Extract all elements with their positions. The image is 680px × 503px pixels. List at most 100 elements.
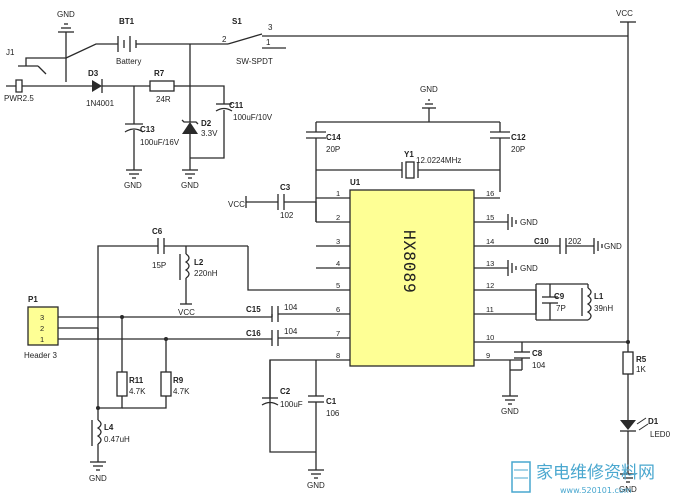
c15-ref: C15 xyxy=(246,305,261,314)
cap-c3: VCC C3 102 xyxy=(228,183,317,222)
switch-s1: S1 2 3 1 SW-SPDT xyxy=(190,17,628,66)
watermark-url: www.520101.com xyxy=(560,486,632,495)
led-d1: D1 LED0 GND xyxy=(619,417,671,494)
p1-value: Header 3 xyxy=(24,351,57,360)
vcc-label-c3: VCC xyxy=(228,200,245,209)
inductor-l4: L4 0.47uH GND xyxy=(89,408,130,483)
p1-ref: P1 xyxy=(28,295,38,304)
c12-value: 20P xyxy=(511,145,525,154)
gnd-symbol-crystal: GND xyxy=(420,85,438,122)
y1-ref: Y1 xyxy=(404,150,414,159)
svg-text:GND: GND xyxy=(520,264,538,273)
r7-value: 24R xyxy=(156,95,171,104)
c3-value: 102 xyxy=(280,211,294,220)
svg-text:GND: GND xyxy=(89,474,107,483)
d3-value: 1N4001 xyxy=(86,99,115,108)
c15-value: 104 xyxy=(284,303,298,312)
svg-text:GND: GND xyxy=(420,85,438,94)
cap-c2: C2 100uF xyxy=(261,360,303,409)
gnd-symbol-c8: GND xyxy=(501,395,519,416)
u1-ref: U1 xyxy=(350,178,361,187)
cap-c10: GND C10 202 xyxy=(530,237,622,254)
c9-value: 7P xyxy=(556,304,566,313)
diode-d3: D3 1N4001 xyxy=(66,69,150,108)
gnd-symbol-d1: GND xyxy=(619,473,637,494)
svg-text:13: 13 xyxy=(486,259,494,268)
bt1-value: Battery xyxy=(116,57,141,66)
svg-text:6: 6 xyxy=(336,305,340,314)
c13-value: 100uF/16V xyxy=(140,138,180,147)
r5-ref: R5 xyxy=(636,355,647,364)
svg-text:7: 7 xyxy=(336,329,340,338)
gnd-symbol-c13: GND xyxy=(124,169,142,190)
header-p1: P1 3 2 1 Header 3 xyxy=(24,295,78,360)
svg-text:GND: GND xyxy=(181,181,199,190)
pin15-gnd: GND xyxy=(507,214,538,230)
c10-value: 202 xyxy=(568,237,582,246)
c6-value: 15P xyxy=(152,261,166,270)
battery-bt1: BT1 Battery xyxy=(65,17,190,66)
u1-label: HX8089 xyxy=(400,230,419,294)
svg-text:GND: GND xyxy=(520,218,538,227)
d1-value: LED0 xyxy=(650,430,671,439)
r11-value: 4.7K xyxy=(129,387,146,396)
c1-value: 106 xyxy=(326,409,340,418)
cap-c8: C8 104 GND xyxy=(501,342,546,416)
c1-ref: C1 xyxy=(326,397,337,406)
cap-c13: C13 100uF/16V GND xyxy=(124,86,180,190)
resistor-r9: R9 4.7K xyxy=(122,339,190,409)
resistor-r5: R5 1K xyxy=(622,342,647,420)
svg-text:3: 3 xyxy=(40,313,44,322)
c9-ref: C9 xyxy=(554,292,565,301)
j1-value: PWR2.5 xyxy=(4,94,34,103)
svg-text:GND: GND xyxy=(124,181,142,190)
crystal-section: GND C14 20P C12 20P Y1 12.0224MHz xyxy=(306,85,526,222)
gnd-symbol-c1: GND xyxy=(307,469,325,490)
watermark-text: 家电维修资料网 xyxy=(536,463,655,483)
resistor-r11: R11 4.7K xyxy=(98,317,146,409)
r9-ref: R9 xyxy=(173,376,184,385)
c14-value: 20P xyxy=(326,145,340,154)
inductor-l1: L1 39nH xyxy=(581,284,613,321)
svg-text:2: 2 xyxy=(40,324,44,333)
svg-text:12: 12 xyxy=(486,281,494,290)
power-section: GND J1 PWR2.5 BT1 Battery S1 xyxy=(4,10,628,190)
gnd-symbol-d2: GND xyxy=(181,169,199,190)
c3-ref: C3 xyxy=(280,183,291,192)
inductor-l2: L2 220nH VCC xyxy=(178,246,218,317)
d1-ref: D1 xyxy=(648,417,659,426)
svg-text:GND: GND xyxy=(604,242,622,251)
c14-ref: C14 xyxy=(326,133,341,142)
l1-value: 39nH xyxy=(594,304,613,313)
svg-text:2: 2 xyxy=(336,213,340,222)
s1-pin1: 1 xyxy=(266,38,271,47)
vcc-label-l2: VCC xyxy=(178,308,195,317)
s1-ref: S1 xyxy=(232,17,242,26)
l4-value: 0.47uH xyxy=(104,435,130,444)
u1-left-pins: 1 2 3 4 5 6 7 8 xyxy=(316,189,350,361)
d3-ref: D3 xyxy=(88,69,99,78)
svg-text:1: 1 xyxy=(336,189,340,198)
svg-text:9: 9 xyxy=(486,351,490,360)
cap-c1: C1 106 GND xyxy=(307,360,340,490)
c2-value: 100uF xyxy=(280,400,303,409)
c2-ref: C2 xyxy=(280,387,291,396)
svg-text:8: 8 xyxy=(336,351,340,360)
s1-value: SW-SPDT xyxy=(236,57,273,66)
c10-ref: C10 xyxy=(534,237,549,246)
c8-value: 104 xyxy=(532,361,546,370)
cap-c11: C11 100uF/10V xyxy=(190,85,273,159)
bt1-ref: BT1 xyxy=(119,17,135,26)
s1-pin2: 2 xyxy=(222,35,227,44)
l4-ref: L4 xyxy=(104,423,114,432)
c11-value: 100uF/10V xyxy=(233,113,273,122)
l2-ref: L2 xyxy=(194,258,204,267)
c13-ref: C13 xyxy=(140,125,155,134)
svg-text:GND: GND xyxy=(307,481,325,490)
r5-value: 1K xyxy=(636,365,646,374)
c11-ref: C11 xyxy=(229,101,244,110)
watermark: 家电维修资料网 www.520101.com xyxy=(511,461,655,495)
cap-c6: C6 15P xyxy=(97,227,316,340)
